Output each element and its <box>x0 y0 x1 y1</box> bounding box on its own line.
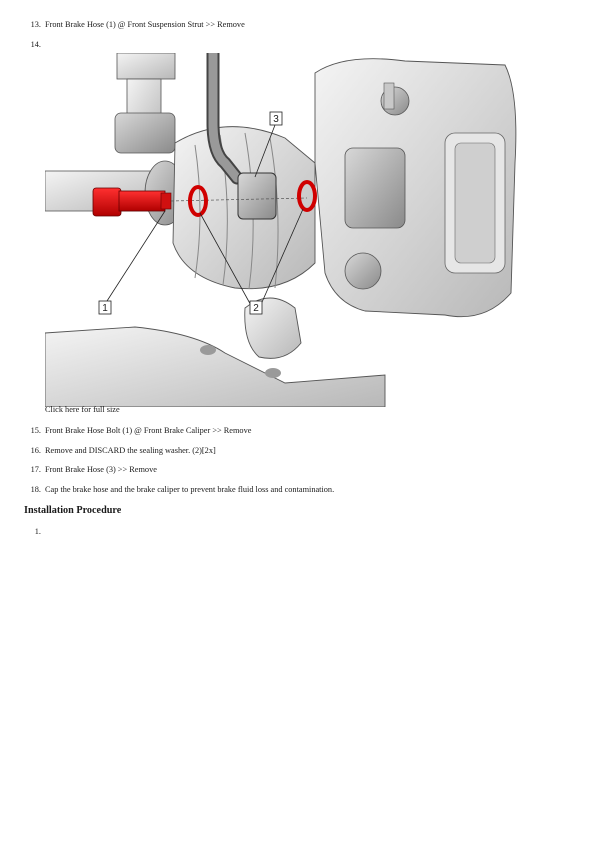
svg-text:3: 3 <box>273 114 279 125</box>
step-text: Front Brake Hose (3) >> Remove <box>45 465 157 474</box>
step-16: 16. Remove and DISCARD the sealing washe… <box>31 445 216 456</box>
step-13: 13. Front Brake Hose (1) @ Front Suspens… <box>31 19 245 30</box>
step-text: Cap the brake hose and the brake caliper… <box>45 485 335 494</box>
step-number: 15. <box>30 426 41 435</box>
section-heading: Installation Procedure <box>24 505 122 516</box>
step-text: Remove and DISCARD the sealing washer. (… <box>45 446 216 455</box>
brake-hose <box>206 53 277 220</box>
step-17: 17. Front Brake Hose (3) >> Remove <box>31 464 157 475</box>
svg-text:2: 2 <box>253 303 259 314</box>
step-number: 16. <box>30 446 41 455</box>
step-18: 18. Cap the brake hose and the brake cal… <box>31 484 335 495</box>
step-number: 18. <box>30 485 41 494</box>
step-number: 14. <box>30 40 41 49</box>
callout-2: 2 <box>249 300 263 315</box>
step-number: 17. <box>30 465 41 474</box>
lower-control-arm <box>45 326 386 407</box>
callout-1: 1 <box>98 300 112 315</box>
callout-3: 3 <box>269 111 283 126</box>
sealing-washer <box>188 180 317 217</box>
step-text: Front Brake Hose Bolt (1) @ Front Brake … <box>45 426 252 435</box>
step-number: 1. <box>34 527 41 536</box>
svg-text:1: 1 <box>102 303 108 314</box>
suspension-strut <box>114 53 176 154</box>
brake-caliper <box>314 58 517 318</box>
full-size-link[interactable]: Click here for full size <box>45 405 120 414</box>
step-text: Front Brake Hose (1) @ Front Suspension … <box>45 20 245 29</box>
step-number: 13. <box>30 20 41 29</box>
step-15: 15. Front Brake Hose Bolt (1) @ Front Br… <box>31 425 252 436</box>
brake-hose-bolt <box>92 187 172 217</box>
brake-hose-illustration: 1 2 3 <box>45 53 519 407</box>
